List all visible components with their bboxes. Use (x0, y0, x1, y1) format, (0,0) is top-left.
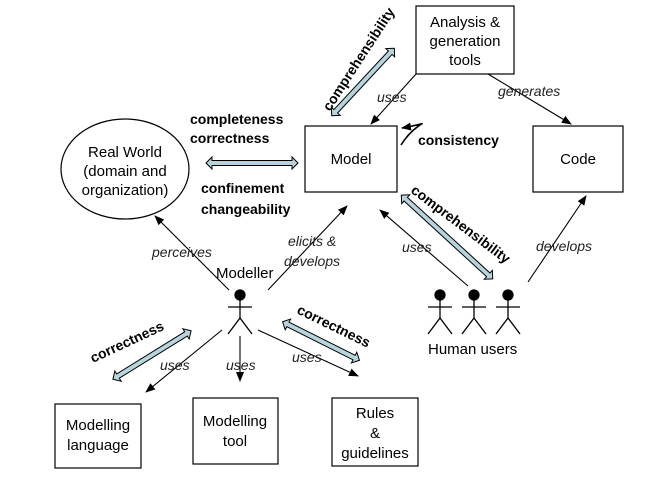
modeller-perceives-arrow (154, 215, 230, 291)
human-user-2 (461, 289, 487, 335)
code-node: Code (532, 125, 624, 193)
modelling-tool-line-1: Modelling (203, 413, 267, 430)
tools-generates-code-arrow (487, 73, 572, 125)
changeability-label: changeability (201, 201, 291, 217)
develops-label: develops (536, 238, 592, 254)
tools-uses-model-arrow (370, 73, 417, 125)
modeller-uses-language-arrow (145, 329, 223, 393)
consistency-loop-arrow (400, 122, 423, 146)
rules-guidelines-line-2: & (370, 425, 380, 442)
uses-tool-label: uses (226, 357, 256, 373)
modeller-label: Modeller (216, 265, 274, 282)
correctness-rules-double-arrow (281, 318, 361, 364)
world-model-double-arrow (205, 155, 299, 171)
rules-guidelines-node: Rules & guidelines (331, 397, 419, 467)
rules-guidelines-line-1: Rules (356, 405, 394, 422)
uses-rules-label: uses (292, 349, 322, 365)
modeller-elicits-arrow (267, 205, 348, 291)
correctness-language-label: correctness (88, 318, 167, 366)
uses-users-label: uses (402, 239, 432, 255)
human-user-1 (427, 289, 453, 335)
human-user-3 (495, 289, 521, 335)
model-node: Model (304, 125, 398, 193)
uses-tools-label: uses (377, 89, 407, 105)
modelling-language-line-2: language (67, 437, 129, 454)
correctness-language-double-arrow (112, 328, 192, 382)
elicits-label-line-1: elicits & (288, 233, 336, 249)
model-label: Model (331, 151, 372, 168)
consistency-label: consistency (418, 132, 499, 148)
generates-label: generates (498, 83, 560, 99)
modelling-language-line-1: Modelling (66, 417, 130, 434)
users-develops-code-arrow (527, 195, 587, 283)
confinement-label: confinement (201, 180, 285, 196)
real-world-line-3: organization) (82, 182, 169, 199)
code-label: Code (560, 151, 596, 168)
modelling-tool-node: Modelling tool (192, 397, 279, 465)
modelling-language-node: Modelling language (54, 403, 142, 469)
correctness-label: correctness (190, 130, 270, 146)
completeness-label: completeness (190, 111, 284, 127)
human-users-label: Human users (428, 341, 517, 358)
correctness-rules-label: correctness (295, 301, 374, 350)
comprehensibility-users-double-arrow (400, 194, 494, 280)
uses-language-label: uses (160, 357, 190, 373)
analysis-tools-line-3: tools (449, 52, 481, 69)
modeller-uses-rules-arrow (257, 329, 359, 377)
analysis-tools-line-1: Analysis & (430, 14, 500, 31)
modeller-actor (227, 289, 253, 335)
comprehensibility-tools-double-arrow (330, 47, 396, 117)
analysis-tools-node: Analysis & generation tools (415, 5, 515, 75)
real-world-line-2: (domain and (83, 163, 166, 180)
real-world-node: Real World (domain and organization) (60, 118, 190, 220)
modelling-tool-line-2: tool (223, 433, 247, 450)
users-uses-model-arrow (379, 209, 469, 287)
elicits-label-line-2: develops (284, 253, 340, 269)
real-world-line-1: Real World (88, 144, 162, 161)
perceives-label: perceives (151, 244, 212, 260)
rules-guidelines-line-3: guidelines (341, 445, 409, 462)
analysis-tools-line-2: generation (430, 33, 501, 50)
